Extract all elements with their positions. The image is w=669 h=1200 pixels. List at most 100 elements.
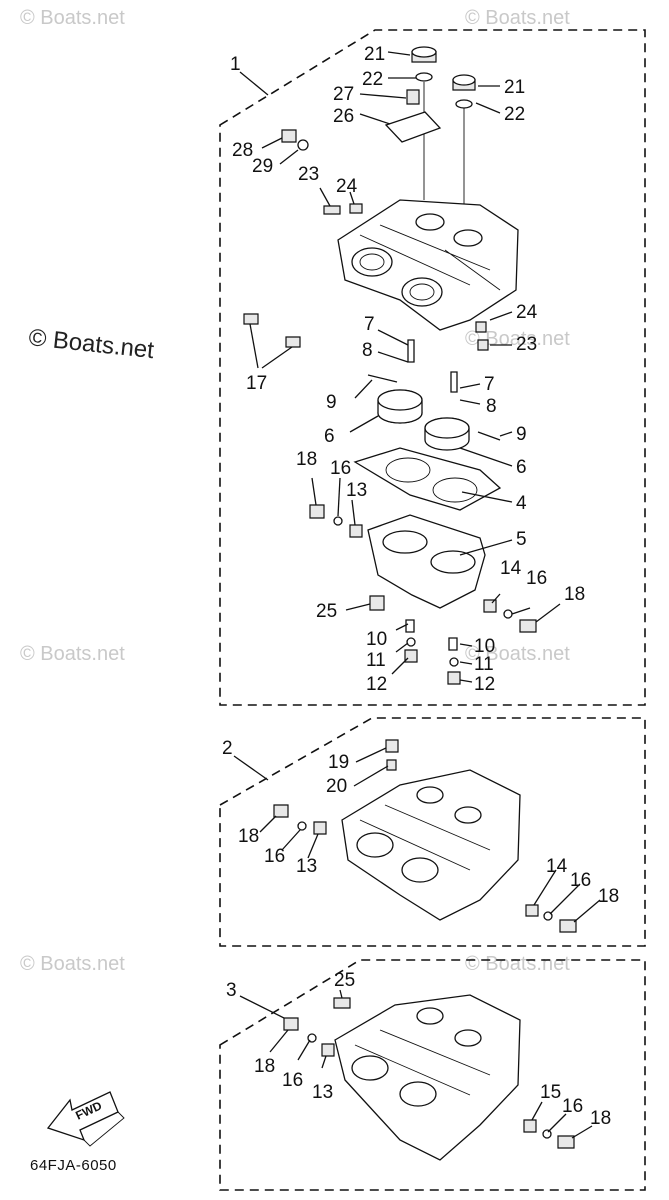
callout: 21 [504, 77, 525, 98]
float-6-left [377, 389, 423, 424]
callout: 20 [326, 776, 347, 797]
callout: 1 [230, 54, 241, 75]
float-bowl-5 [367, 514, 486, 609]
callout: 8 [362, 340, 373, 361]
spring-24-lower [475, 321, 487, 333]
bolt-18 [283, 1017, 299, 1031]
screw-12-right [447, 671, 461, 685]
fwd-arrow-icon: FWD [46, 1091, 125, 1147]
screw-23-upper [323, 205, 341, 215]
callout: 6 [516, 457, 527, 478]
watermark: © Boats.net [20, 953, 125, 975]
jet-13 [321, 1043, 335, 1057]
callout: 10 [366, 629, 387, 650]
callout: 16 [570, 870, 591, 891]
washer-16 [542, 1129, 552, 1139]
jet-10-right [448, 637, 458, 651]
jet-15 [523, 1119, 537, 1133]
watermark: © Boats.net [465, 643, 570, 665]
callout: 7 [484, 374, 495, 395]
callout: 13 [312, 1082, 333, 1103]
leader-lines-2 [233, 747, 601, 923]
callout: 21 [364, 44, 385, 65]
bolt-18 [557, 1135, 575, 1149]
callout: 3 [226, 980, 237, 1001]
cover-plate-26 [384, 111, 442, 143]
callout: 12 [474, 674, 495, 695]
bolt-18-right [519, 619, 537, 633]
callout: 13 [296, 856, 317, 877]
leader-lines-1 [239, 51, 561, 683]
callout: 12 [366, 674, 387, 695]
callout: 29 [252, 156, 273, 177]
callout: 5 [516, 529, 527, 550]
callout: 14 [546, 856, 568, 877]
screw-19 [385, 739, 399, 753]
callout: 19 [328, 752, 349, 773]
needle-valve-7-left [407, 339, 415, 363]
callout: 8 [486, 396, 497, 417]
callout: 25 [334, 970, 355, 991]
washer-11-right [449, 657, 459, 667]
callout: 2 [222, 738, 233, 759]
screw-25-upper [369, 595, 385, 611]
callout: 18 [238, 826, 259, 847]
callout: 16 [264, 846, 285, 867]
carburetor-body-1 [337, 199, 519, 331]
callout: 16 [562, 1096, 583, 1117]
callout: 27 [333, 84, 354, 105]
gasket-4 [353, 447, 502, 511]
jet-13 [349, 524, 363, 538]
watermark: © Boats.net [465, 953, 570, 975]
callout: 16 [330, 458, 351, 479]
washer-16-right [503, 609, 513, 619]
carburetor-body-3 [334, 994, 521, 1161]
callouts-3: 3 25 18 16 13 15 16 18 [226, 970, 611, 1129]
callout: 9 [326, 392, 337, 413]
callout: 16 [282, 1070, 303, 1091]
screw-27 [406, 89, 420, 105]
leader-lines-3 [239, 989, 593, 1139]
screw-12-left [404, 649, 418, 663]
pin-9-left [367, 374, 398, 383]
screw-25 [333, 997, 351, 1009]
callout: 18 [254, 1056, 275, 1077]
callout: 14 [500, 558, 522, 579]
watermark: © Boats.net [20, 7, 125, 29]
callout: 28 [232, 140, 253, 161]
spring-20 [386, 759, 397, 771]
callout: 23 [298, 164, 319, 185]
screw-17-right [285, 336, 301, 348]
watermark: © Boats.net [465, 7, 570, 29]
bolt-18-left [309, 504, 325, 519]
washer-29 [297, 139, 309, 151]
callout: 23 [516, 334, 537, 355]
callout: 7 [364, 314, 375, 335]
bolt-18 [273, 804, 289, 818]
callout: 6 [324, 426, 335, 447]
callout: 22 [504, 104, 525, 125]
pin-9-right [477, 431, 501, 441]
callouts-2: 2 19 20 18 16 13 14 16 18 [222, 738, 619, 907]
assembly-1-boundary [219, 29, 646, 706]
callouts-1: 1 21 22 21 22 27 26 28 29 23 24 24 23 17… [230, 44, 585, 695]
callout: 11 [366, 650, 386, 671]
callout: 11 [474, 654, 494, 675]
callout: 15 [540, 1082, 561, 1103]
callout: 18 [296, 449, 317, 470]
needle-valve-7-right [450, 371, 458, 393]
plug-21-right [452, 74, 476, 230]
callout: 22 [362, 69, 383, 90]
jet-14 [525, 904, 539, 917]
spring-24-upper [349, 203, 363, 214]
callout: 13 [346, 480, 367, 501]
assembly-1: 1 21 22 21 22 27 26 28 29 23 24 24 23 17… [219, 29, 646, 706]
callout: 16 [526, 568, 547, 589]
bolt-18 [559, 919, 577, 933]
callout: 18 [598, 886, 619, 907]
washer-11-left [406, 637, 416, 647]
callout: 17 [246, 373, 267, 394]
jet-14 [483, 599, 497, 613]
carburetor-body-2 [341, 769, 521, 921]
